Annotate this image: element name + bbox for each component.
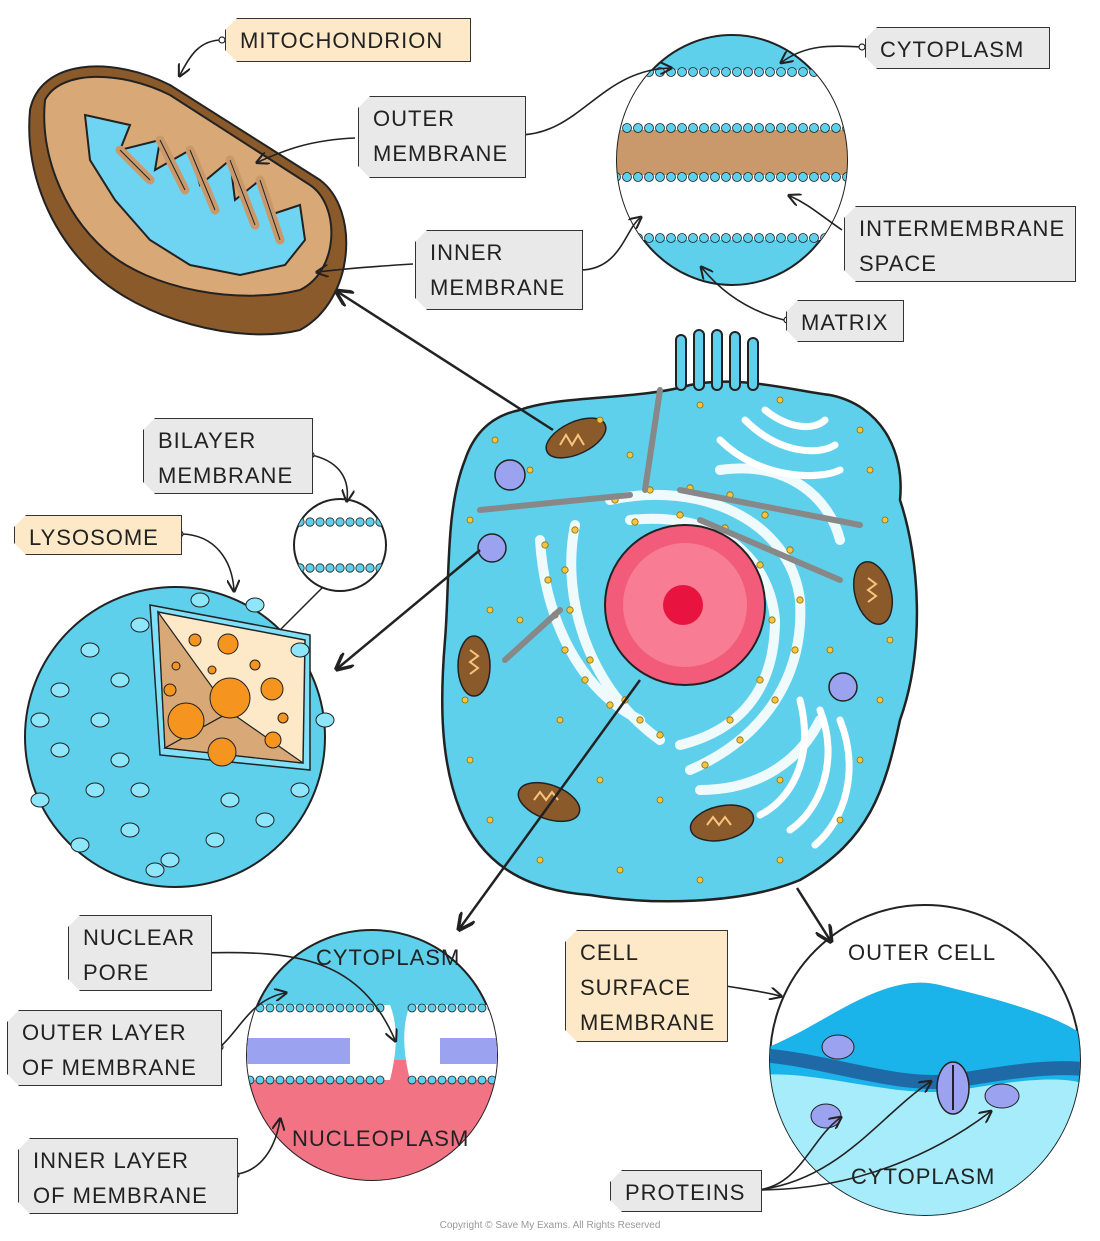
label-membrane-cytoplasm: CYTOPLASM xyxy=(851,1164,996,1189)
label-text-line2: SURFACE xyxy=(580,975,691,1001)
label-text-line2: MEMBRANE xyxy=(158,463,294,489)
label-outer-cell: OUTER CELL xyxy=(848,940,997,965)
eukaryotic-cell xyxy=(440,329,919,903)
zoom-arrows xyxy=(338,292,830,940)
label-text-line2: PORE xyxy=(83,960,150,986)
label-text-line1: OUTER LAYER xyxy=(22,1020,187,1045)
label-text: MITOCHONDRION xyxy=(240,28,444,53)
label-text: CYTOPLASM xyxy=(880,37,1025,62)
label-text-line1: INNER xyxy=(430,240,504,265)
label-text: LYSOSOME xyxy=(29,525,159,550)
label-cell-surface-membrane: CELL SURFACE MEMBRANE xyxy=(565,930,728,1042)
label-text-line2: MEMBRANE xyxy=(430,275,566,301)
label-text: PROTEINS xyxy=(625,1180,746,1205)
label-lysosome: LYSOSOME xyxy=(14,515,182,555)
label-text-line3: MEMBRANE xyxy=(580,1010,716,1036)
label-mito-cytoplasm: CYTOPLASM xyxy=(865,27,1050,69)
label-text-line1: INTERMEMBRANE xyxy=(859,216,1066,241)
lysosome-drawing xyxy=(24,586,335,888)
label-proteins: PROTEINS xyxy=(610,1170,762,1212)
label-text-line1: OUTER xyxy=(373,106,455,131)
mitochondrion-drawing xyxy=(28,65,348,336)
bilayer-zoom xyxy=(279,498,387,631)
label-text-line1: BILAYER xyxy=(158,428,257,453)
label-text-line2: OF MEMBRANE xyxy=(33,1183,208,1209)
label-inner-layer-of-membrane: INNER LAYER OF MEMBRANE xyxy=(18,1138,238,1214)
label-text-line2: MEMBRANE xyxy=(373,141,509,167)
label-outer-layer-of-membrane: OUTER LAYER OF MEMBRANE xyxy=(7,1010,222,1086)
label-mitochondrion: MITOCHONDRION xyxy=(225,18,471,62)
label-nucleus-cytoplasm: CYTOPLASM xyxy=(316,945,461,970)
label-outer-membrane: OUTER MEMBRANE xyxy=(358,96,526,178)
label-text-line1: INNER LAYER xyxy=(33,1148,190,1173)
label-text-line2: OF MEMBRANE xyxy=(22,1055,197,1081)
label-intermembrane-space: INTERMEMBRANE SPACE xyxy=(844,206,1076,282)
mitochondrial-membrane-zoom xyxy=(616,34,848,286)
label-matrix: MATRIX xyxy=(786,300,904,342)
label-text-line1: NUCLEAR xyxy=(83,925,196,950)
label-text: MATRIX xyxy=(801,310,889,335)
label-nucleoplasm: NUCLEOPLASM xyxy=(292,1126,470,1151)
label-text-line2: SPACE xyxy=(859,251,937,277)
label-bilayer-membrane: BILAYER MEMBRANE xyxy=(143,418,313,494)
label-inner-membrane: INNER MEMBRANE xyxy=(415,230,583,310)
label-text-line1: CELL xyxy=(580,940,640,965)
label-nuclear-pore: NUCLEAR PORE xyxy=(68,915,212,991)
connectors xyxy=(180,39,990,1191)
copyright-notice: Copyright © Save My Exams. All Rights Re… xyxy=(439,1220,661,1231)
